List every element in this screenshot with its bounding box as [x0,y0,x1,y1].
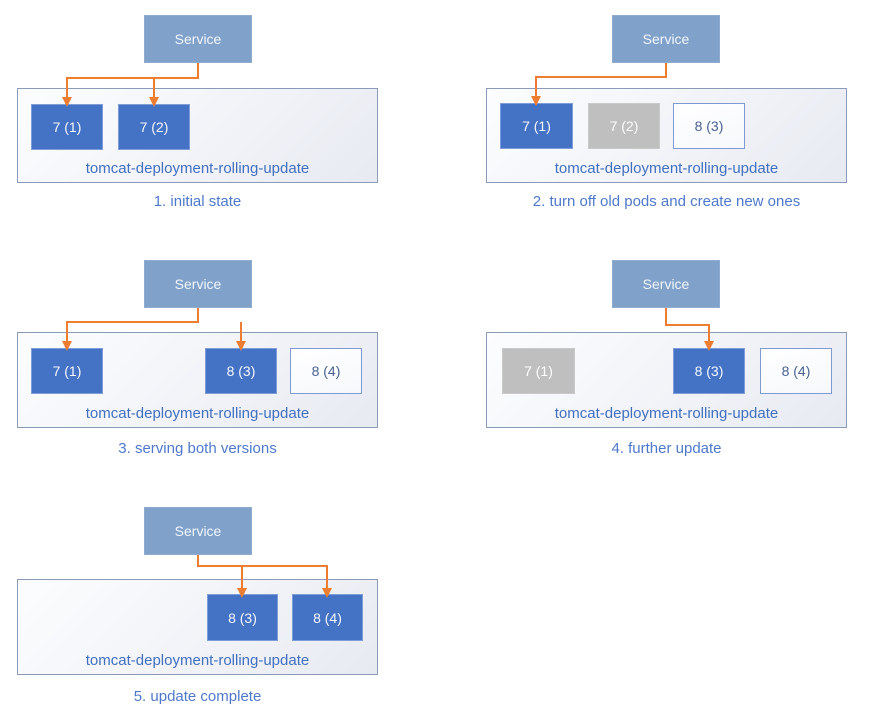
pod-7-1: 7 (1) [502,348,575,394]
panel-caption: 2. turn off old pods and create new ones [532,193,801,210]
pod-label: 7 (2) [139,119,169,135]
service-label: Service [174,276,222,292]
service-label: Service [174,523,222,539]
service-box: Service [612,15,720,63]
pod-7-2: 7 (2) [588,103,660,149]
pod-8-3: 8 (3) [673,348,745,394]
pod-label: 8 (3) [694,118,724,134]
pod-label: 8 (4) [311,363,341,379]
pod-8-4: 8 (4) [760,348,832,394]
pod-8-3: 8 (3) [207,594,278,641]
service-box: Service [144,507,252,555]
service-label: Service [642,31,690,47]
pod-label: 8 (3) [226,363,256,379]
service-box: Service [144,15,252,63]
pod-7-1: 7 (1) [31,348,103,394]
pod-label: 8 (3) [228,609,257,626]
panel-caption: 4. further update [611,440,722,457]
deployment-label: tomcat-deployment-rolling-update [85,160,310,177]
panel-further-update: Service tomcat-deployment-rolling-update… [435,240,870,475]
pod-label: 7 (1) [52,363,82,379]
panel-caption: 1. initial state [153,193,242,210]
pod-label: 7 (1) [524,363,553,379]
pod-7-1: 7 (1) [500,103,573,149]
panel-initial-state: Service tomcat-deployment-rolling-update… [0,0,435,235]
deployment-label: tomcat-deployment-rolling-update [554,160,779,177]
service-box: Service [144,260,252,308]
pod-7-1: 7 (1) [31,104,103,150]
pod-label: 7 (1) [522,118,551,134]
pod-label: 7 (2) [609,118,639,134]
pod-7-2: 7 (2) [118,104,190,150]
panel-serving-both-versions: Service tomcat-deployment-rolling-update… [0,240,435,475]
deployment-label: tomcat-deployment-rolling-update [554,405,779,422]
pod-8-3: 8 (3) [673,103,745,149]
pod-label: 8 (3) [694,363,724,379]
pod-8-3: 8 (3) [205,348,277,394]
service-box: Service [612,260,720,308]
deployment-label: tomcat-deployment-rolling-update [85,405,310,422]
panel-turn-off-old-pods: Service tomcat-deployment-rolling-update… [435,0,870,235]
pod-label: 8 (4) [313,609,342,626]
service-label: Service [642,276,690,292]
pod-label: 7 (1) [52,119,82,135]
panel-caption: 3. serving both versions [118,440,277,457]
panel-caption: 5. update complete [133,688,262,705]
pod-label: 8 (4) [781,363,811,379]
pod-8-4: 8 (4) [292,594,363,641]
deployment-label: tomcat-deployment-rolling-update [85,652,310,669]
service-label: Service [174,31,222,47]
pod-8-4: 8 (4) [290,348,362,394]
panel-update-complete: Service tomcat-deployment-rolling-update… [0,480,435,718]
